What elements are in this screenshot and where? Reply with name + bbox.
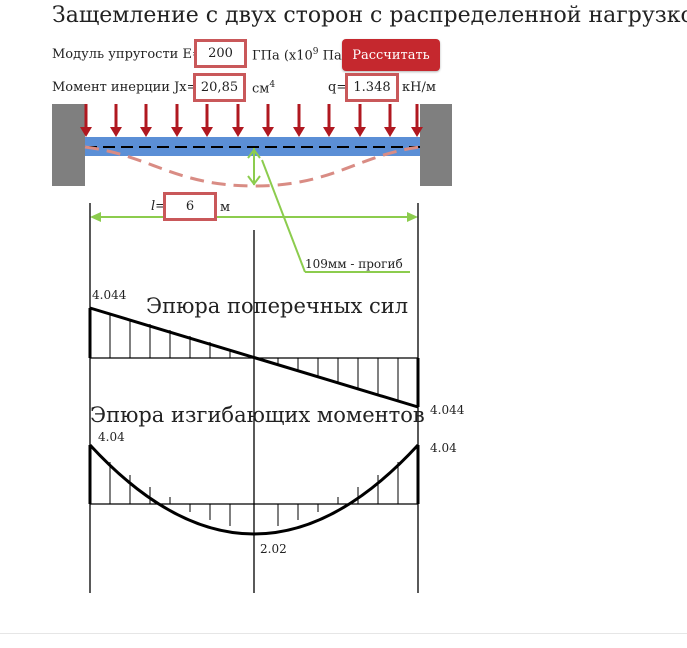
moment-right-value: 4.04 (430, 441, 457, 455)
shear-left-value: 4.044 (92, 288, 127, 302)
length-unit: м (220, 200, 231, 215)
modulus-unit-exp: 9 (312, 47, 319, 57)
length-label: l= (151, 199, 166, 214)
modulus-unit-post: Па) (318, 48, 347, 64)
moment-diagram (88, 443, 420, 536)
moment-title: Эпюра изгибающих моментов (90, 403, 425, 427)
length-label-eq: = (155, 199, 167, 214)
moment-left-value: 4.04 (98, 430, 125, 444)
inertia-label: Момент инерции Jx= (52, 80, 198, 95)
left-support (52, 104, 85, 186)
deflection-marker (247, 148, 410, 273)
shear-diagram (88, 306, 420, 409)
distributed-load (80, 104, 423, 137)
modulus-input[interactable] (194, 39, 247, 68)
length-dimension (90, 212, 418, 222)
right-support (420, 104, 452, 186)
deflected-shape (84, 145, 421, 188)
deflection-label: 109мм - прогиб (305, 257, 403, 271)
moment-mid-value: 2.02 (260, 542, 287, 556)
modulus-label: Модуль упругости E= (52, 47, 203, 62)
page-divider (0, 633, 687, 634)
modulus-unit: ГПа (x109 Па) (252, 47, 347, 63)
shear-right-value: 4.044 (430, 403, 465, 417)
inertia-input[interactable] (193, 73, 246, 102)
calculate-button[interactable]: Рассчитать (342, 39, 440, 71)
inertia-unit-exp: 4 (269, 80, 276, 90)
length-input[interactable] (163, 192, 217, 221)
modulus-unit-pre: ГПа (x10 (252, 48, 313, 64)
inertia-unit: см4 (252, 80, 275, 96)
shear-title: Эпюра поперечных сил (146, 294, 408, 318)
load-unit: кН/м (402, 80, 436, 95)
length-label-italic: l (151, 199, 156, 214)
page-title: Защемление с двух сторон с распределенно… (52, 3, 687, 28)
load-label: q= (328, 80, 348, 95)
load-input[interactable] (345, 73, 399, 102)
inertia-unit-text: см (252, 81, 270, 97)
